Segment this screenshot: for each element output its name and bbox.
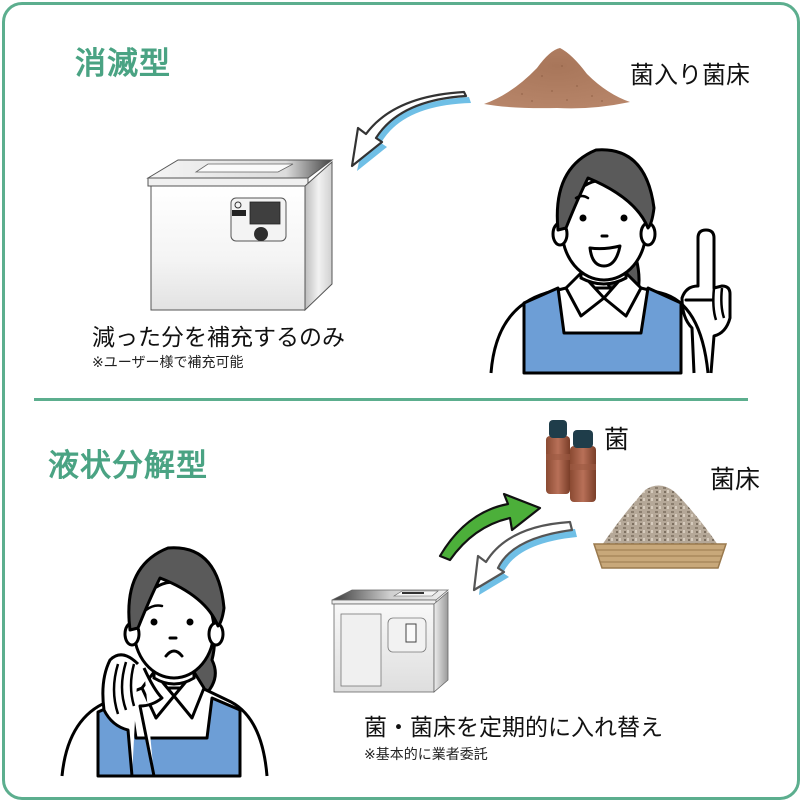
curved-arrow-green-icon (438, 492, 542, 562)
caption-liquid: 菌・菌床を定期的に入れ替え (364, 715, 663, 741)
section-divider (34, 398, 748, 401)
caption-extinction: 減った分を補充するのみ (92, 325, 345, 351)
section-title-extinction: 消滅型 (75, 46, 171, 82)
label-bed: 菌床 (710, 465, 761, 494)
smiling-woman-pointing-icon (489, 148, 732, 375)
label-bacteria: 菌 (604, 425, 630, 454)
machine-icon (146, 159, 334, 312)
curved-arrow-blue-icon (472, 520, 577, 595)
bottles-icon (546, 420, 596, 502)
section-title-liquid: 液状分解型 (48, 448, 208, 484)
worried-woman-icon (60, 546, 269, 778)
label-bacteria-bed: 菌入り菌床 (630, 61, 750, 89)
curved-arrow-blue-icon (350, 90, 471, 171)
note-extinction: ※ユーザー様で補充可能 (92, 355, 244, 371)
machine-icon (331, 589, 450, 693)
powder-pile-icon (484, 48, 630, 109)
wood-chip-basket-icon (592, 485, 728, 569)
note-liquid: ※基本的に業者委託 (364, 747, 488, 763)
